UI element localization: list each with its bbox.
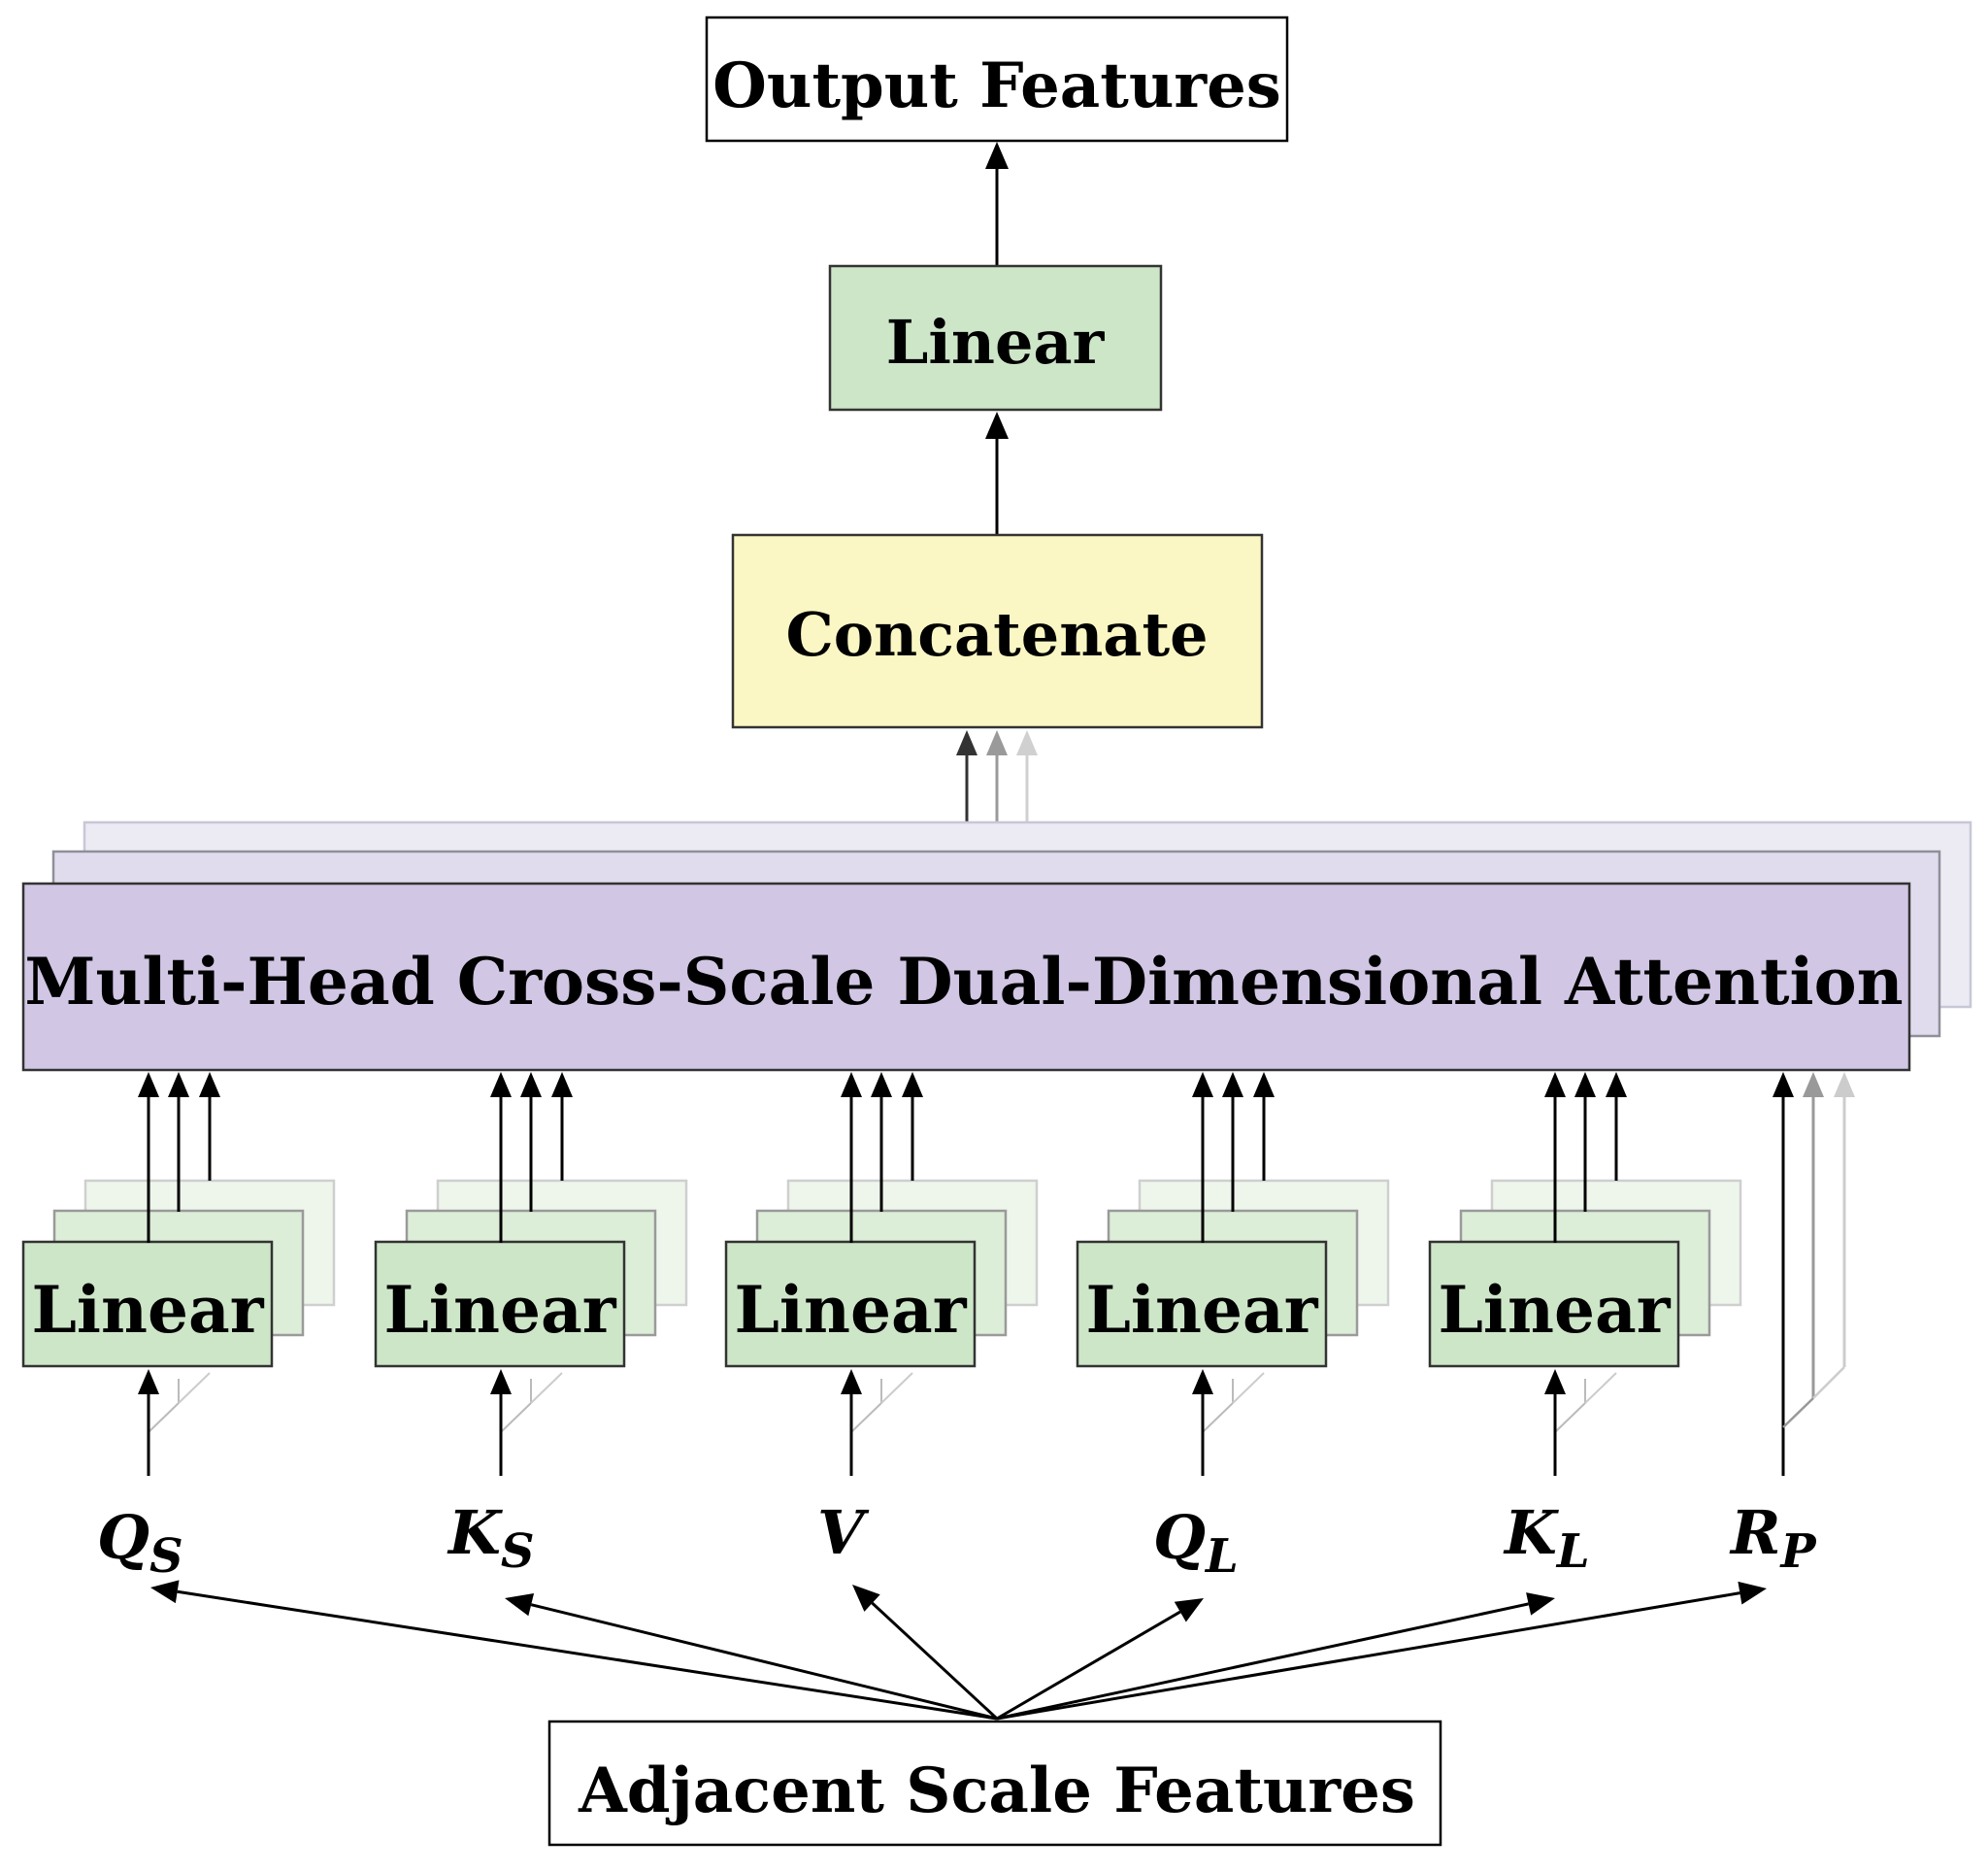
input-arrow-head [841,1369,862,1394]
linear-box-front [724,1240,977,1368]
stack-input-line [1202,1402,1234,1433]
input-label-qs: QS [97,1502,183,1584]
linear-box-label: Linear [384,1272,617,1348]
output-arrow-2-head [1574,1072,1596,1097]
input-arrow-head [1544,1369,1566,1394]
fan-arrow-v-head [852,1585,880,1612]
linear-group-ks: Linear [374,1072,688,1476]
linear-box-label: Linear [735,1272,968,1348]
output-arrow-1-head [138,1072,159,1097]
concatenate-box: Concatenate [731,533,1264,729]
linear-group-v: Linear [724,1072,1039,1476]
rp-arrow-1-head [1773,1072,1794,1097]
input-arrow-head [138,1369,159,1394]
rp-arrow-2-connector [1782,1397,1814,1428]
stack-input-line [178,1372,211,1404]
linear-box-front [21,1240,274,1368]
fan-arrow-kl-head [1526,1592,1555,1616]
fan-arrow-rp-shaft [996,1591,1740,1721]
rp-arrow-3-connector [1812,1366,1845,1399]
fan-out-arrows [150,1580,1767,1721]
linear-box-label: Linear [1439,1272,1672,1348]
linear-box-label: Linear [32,1272,265,1348]
stack-input-line [1554,1402,1586,1433]
output-arrow-3-head [551,1072,573,1097]
fan-arrow-qs-shaft [177,1589,998,1721]
linear-box-front [374,1240,626,1368]
attention-label: Multi-Head Cross-Scale Dual-Dimensional … [24,944,1903,1020]
arrow-linear-to-output [985,142,1009,265]
arrows-heads-to-concat [956,730,1038,884]
output-arrow-2-head [168,1072,189,1097]
output-arrow-2-head [1222,1072,1243,1097]
stack-input-line [1232,1372,1265,1404]
input-variable-labels: QS KS V QL KL RP [97,1497,1818,1584]
fan-arrow-rp-head [1738,1581,1767,1605]
top-linear-label: Linear [886,307,1106,378]
linear-group-qs: Linear [21,1072,336,1476]
linear-group-kl: Linear [1428,1072,1742,1476]
input-label-ql: QL [1153,1502,1239,1584]
stack-input-line [530,1372,563,1404]
input-arrow-head [1192,1369,1213,1394]
input-label-rp: RP [1729,1497,1818,1579]
output-arrow-3-head [1253,1072,1275,1097]
fan-arrow-kl-shaft [996,1602,1529,1721]
output-arrow-3-head [902,1072,923,1097]
attention-head-front [21,882,1911,1072]
input-label-ks: KS [447,1497,535,1579]
fan-arrow-ql-shaft [996,1610,1181,1721]
fan-arrow-v-shaft [871,1601,999,1721]
input-arrow-head [490,1369,512,1394]
stack-input-line [148,1402,180,1433]
linear-box-front [1076,1240,1328,1368]
adjacent-scale-features-label: Adjacent Scale Features [578,1755,1415,1827]
fan-arrow-ks-shaft [530,1603,998,1721]
output-arrow-1-head [490,1072,512,1097]
rp-arrow-3-head [1834,1072,1855,1097]
output-arrow-2-head [871,1072,892,1097]
output-arrow-3-head [1606,1072,1627,1097]
output-arrow-3-head [199,1072,220,1097]
linear-box-label: Linear [1086,1272,1319,1348]
output-arrow-2-head [520,1072,542,1097]
output-arrow-1-head [841,1072,862,1097]
input-label-v: V [817,1497,870,1568]
stack-input-line [1584,1372,1617,1404]
adjacent-scale-features-box: Adjacent Scale Features [547,1720,1442,1847]
stack-input-line [880,1372,913,1404]
input-label-kl: KL [1503,1497,1590,1579]
linear-box-front [1428,1240,1680,1368]
output-arrow-1-head [1544,1072,1566,1097]
rp-arrow-2-head [1803,1072,1824,1097]
output-arrow-1-head [1192,1072,1213,1097]
linear-projection-groups: Linear Linear Linear Linear Linear [21,1072,1742,1476]
fan-arrow-ql-head [1174,1598,1204,1622]
fan-arrow-qs-head [150,1580,180,1604]
attention-stack: Multi-Head Cross-Scale Dual-Dimensional … [21,820,1972,1072]
output-features-label: Output Features [712,50,1281,122]
stack-input-line [850,1402,882,1433]
rp-arrows [1773,1072,1855,1476]
output-features-box: Output Features [705,16,1289,143]
linear-group-ql: Linear [1076,1072,1390,1476]
fan-arrow-ks-head [505,1592,535,1617]
arrow-concat-to-linear [985,412,1009,534]
stack-input-line [500,1402,532,1433]
top-linear-box: Linear [828,264,1163,412]
concatenate-label: Concatenate [785,599,1208,670]
